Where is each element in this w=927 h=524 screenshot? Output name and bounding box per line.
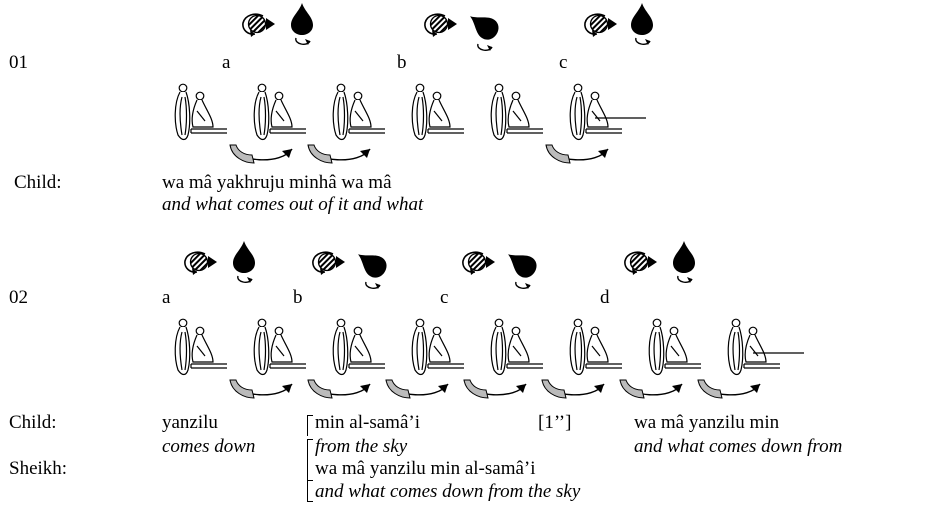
head-nod-down-icon [672, 240, 696, 284]
head-nod-down-icon [232, 240, 256, 284]
speaker-label-child: Child: [14, 172, 62, 193]
sheikh-translation-line: and what comes down from the sky [315, 481, 581, 502]
seated-pair-figure-icon [174, 318, 228, 376]
speaker-label-child: Child: [9, 412, 57, 433]
event-label-b: b [293, 287, 303, 308]
transcript-segment: wa mâ yanzilu min [634, 412, 780, 433]
transcript-segment: yanzilu [162, 412, 218, 433]
seated-pair-figure-icon [332, 83, 386, 141]
head-nod-down-icon [290, 2, 314, 46]
sheikh-transcript-line: wa mâ yanzilu min al-samâ’i [315, 458, 536, 479]
pause-marker: [1’’] [538, 412, 572, 433]
rotating-hatched-ball-icon [424, 13, 458, 38]
rotating-hatched-ball-icon [624, 251, 658, 276]
rotating-hatched-ball-icon [584, 13, 618, 38]
rotating-hatched-ball-icon [312, 251, 346, 276]
seated-pair-figure-icon [332, 318, 386, 376]
seated-pair-figure-icon [727, 318, 781, 376]
seated-pair-figure-icon [411, 83, 465, 141]
transcript-segment-overlap: min al-samâ’i [315, 412, 420, 433]
seated-pair-figure-icon [490, 83, 544, 141]
translation-segment: and what comes down from [634, 436, 843, 457]
translation-line: and what comes out of it and what [162, 194, 424, 215]
line-number-02: 02 [9, 287, 28, 308]
head-nod-down-icon [630, 2, 654, 46]
seated-pair-figure-icon [569, 83, 623, 141]
event-label-c: c [440, 287, 449, 308]
event-label-d: d [600, 287, 610, 308]
overlap-bracket-open [307, 439, 313, 459]
curved-rocking-arrow-icon [697, 379, 761, 399]
seated-pair-figure-icon [411, 318, 465, 376]
transcript-line: wa mâ yakhruju minhâ wa mâ [162, 172, 392, 193]
seated-pair-figure-icon [253, 83, 307, 141]
curved-rocking-arrow-icon [619, 379, 683, 399]
curved-rocking-arrow-icon [463, 379, 527, 399]
event-label-b: b [397, 52, 407, 73]
translation-segment: comes down [162, 436, 256, 457]
event-label-c: c [559, 52, 568, 73]
curved-rocking-arrow-icon [229, 144, 293, 164]
curved-rocking-arrow-icon [541, 379, 605, 399]
seated-pair-figure-icon [174, 83, 228, 141]
speaker-label-sheikh: Sheikh: [9, 458, 68, 479]
curved-rocking-arrow-icon [307, 379, 371, 399]
head-forward-icon [463, 6, 504, 52]
event-label-a: a [162, 287, 171, 308]
curved-rocking-arrow-icon [385, 379, 449, 399]
rotating-hatched-ball-icon [242, 13, 276, 38]
curved-rocking-arrow-icon [307, 144, 371, 164]
seated-pair-figure-icon [569, 318, 623, 376]
overlap-bracket-close [307, 458, 313, 481]
head-forward-icon [351, 244, 392, 290]
overlap-bracket-close [307, 481, 313, 502]
translation-segment-overlap: from the sky [315, 436, 408, 457]
rotating-hatched-ball-icon [184, 251, 218, 276]
event-label-a: a [222, 52, 231, 73]
curved-rocking-arrow-icon [229, 379, 293, 399]
curved-rocking-arrow-icon [545, 144, 609, 164]
head-forward-icon [501, 244, 542, 290]
rotating-hatched-ball-icon [462, 251, 496, 276]
seated-pair-figure-icon [490, 318, 544, 376]
seated-pair-figure-icon [253, 318, 307, 376]
overlap-bracket-open [307, 415, 313, 436]
seated-pair-figure-icon [648, 318, 702, 376]
line-number-01: 01 [9, 52, 28, 73]
